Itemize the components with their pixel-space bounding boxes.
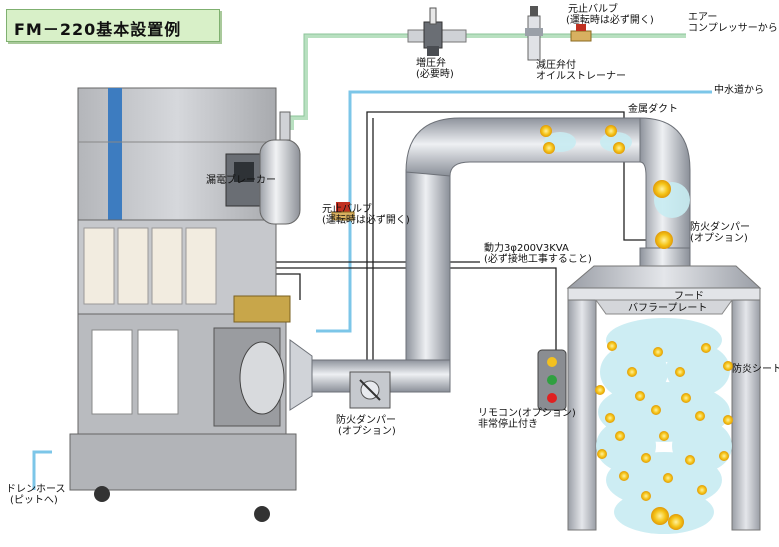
label-fireproof-sheet: 防炎シート (732, 364, 779, 375)
main-unit (69, 87, 301, 522)
label-hood: フード (674, 291, 704, 302)
label-power-1: 動力3φ200V3KVA (484, 243, 569, 254)
label-drain-2: (ピットへ) (10, 495, 58, 506)
label-main-valve-mid-2: (運転時は必ず開く) (322, 215, 410, 226)
label-drain-1: ドレンホース (6, 484, 66, 495)
label-motorized-valve-2: (必要時) (416, 69, 454, 80)
label-fire-damper-right-1: 防火ダンパー (690, 222, 750, 233)
label-reducer-1: 減圧弁付 (536, 60, 576, 71)
label-power-2: (必ず接地工事すること) (484, 254, 592, 265)
wiring (260, 111, 654, 395)
label-fire-damper-left-1: 防火ダンパー (336, 415, 396, 426)
title-box (6, 9, 220, 42)
label-metal-duct: 金属ダクト (628, 104, 678, 115)
label-leak-breaker: 漏電ブレーカー (206, 175, 276, 186)
page-title: FM－220基本設置例 (14, 20, 182, 39)
label-baffle: バフラープレート (628, 303, 708, 314)
motorized-valve-icon (407, 7, 467, 56)
label-main-valve-top-2: (運転時は必ず開く) (566, 15, 654, 26)
steam-cloud (544, 132, 732, 534)
remote-control (537, 349, 567, 411)
hood (566, 265, 762, 531)
flame-particles (540, 125, 733, 530)
fire-damper-left-icon (349, 371, 391, 409)
reducer-valve-icon (525, 6, 543, 61)
label-fire-damper-right-2: (オプション) (690, 233, 748, 244)
label-main-valve-mid-1: 元止バルブ (322, 204, 372, 215)
label-city-water: 中水道から (714, 85, 764, 96)
main-valve-top-icon (570, 24, 592, 42)
label-remote-2: 非常停止付き (478, 419, 538, 430)
label-motorized-valve-1: 増圧弁 (416, 58, 446, 69)
label-fire-damper-left-2: (オプション) (338, 426, 396, 437)
label-air-comp-2: コンプレッサーから (688, 23, 778, 34)
label-reducer-2: オイルストレーナー (536, 71, 626, 82)
label-remote-1: リモコン(オプション) (478, 408, 576, 419)
label-air-comp-1: エアー (688, 12, 718, 23)
main-valve-mid-icon (331, 202, 355, 221)
label-main-valve-top-1: 元止バルブ (568, 4, 618, 15)
